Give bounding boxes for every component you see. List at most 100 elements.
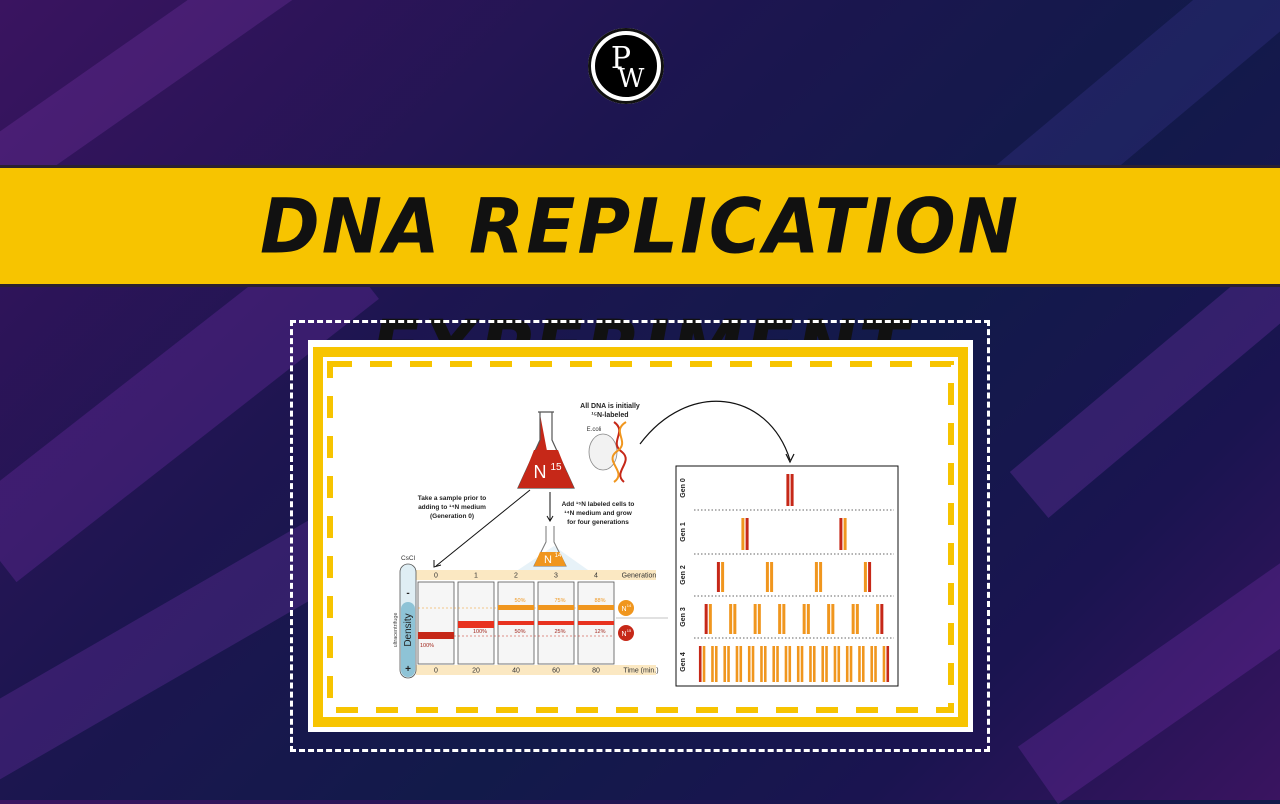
card-border-outer — [313, 347, 968, 727]
dna-band — [843, 518, 847, 550]
dna-band — [702, 646, 706, 682]
ecoli-cell — [588, 433, 618, 471]
pw-logo-letters: P W — [611, 41, 645, 94]
generation-label: Generation — [622, 573, 657, 580]
dna-band — [753, 604, 757, 634]
dna-band — [788, 646, 792, 682]
dna-band — [874, 646, 877, 682]
dna-band — [851, 604, 855, 634]
flask-n15-body — [520, 450, 572, 486]
dna-band — [735, 646, 739, 682]
dna-band — [776, 646, 779, 682]
dna-band — [837, 646, 841, 682]
flask-n14-sup: 14 — [555, 553, 562, 559]
generation-number: 3 — [554, 573, 558, 580]
band-hybrid-pct: 100% — [473, 629, 487, 635]
dna-band — [858, 646, 861, 682]
band-light — [578, 605, 614, 610]
cscl-label: CsCl — [401, 555, 416, 562]
gen-row-label: Gen 2 — [680, 565, 687, 585]
heavy-badge-label: N — [621, 631, 626, 638]
band-hybrid — [538, 621, 574, 625]
sample-note-1: Take a sample prior to — [418, 495, 487, 502]
band-hybrid-pct: 12% — [594, 629, 605, 635]
card-border — [313, 347, 968, 727]
time-value: 20 — [472, 668, 480, 675]
arrow-to-sample-head — [433, 560, 442, 568]
dna-band — [745, 518, 749, 550]
dna-band — [809, 646, 812, 682]
density-tube-fill — [401, 602, 415, 677]
dna-band — [757, 604, 761, 634]
tube-minus-label: - — [406, 588, 409, 599]
card-border-inner — [327, 361, 954, 713]
dna-band — [833, 646, 837, 682]
replication-diagram: N 15 All DNA is initially ¹⁵N-labeled E.… — [393, 400, 899, 687]
dna-band — [814, 562, 818, 592]
generation-number: 1 — [474, 573, 478, 580]
arrow-to-generations — [639, 400, 791, 461]
generation-number: 0 — [434, 573, 438, 580]
flask-n15-label: N — [534, 462, 547, 482]
dna-band — [704, 604, 708, 634]
time-value: 60 — [552, 668, 560, 675]
dna-band — [733, 604, 737, 634]
bg-stripe — [1017, 505, 1280, 804]
dna-band — [782, 604, 786, 634]
flask-n15-sup: 15 — [550, 462, 562, 473]
dna-band — [868, 562, 872, 592]
diagram-card: N 15 All DNA is initially ¹⁵N-labeled E.… — [308, 340, 973, 732]
dna-band — [729, 604, 733, 634]
dna-band — [765, 562, 769, 592]
band-heavy — [418, 632, 454, 639]
dna-strand-b — [611, 421, 627, 483]
dna-band — [784, 646, 788, 682]
light-badge-label: N — [621, 606, 626, 613]
band-heavy-pct: 100% — [420, 643, 434, 649]
add-note-1: Add ¹⁵N labeled cells to — [562, 501, 635, 508]
time-footer-row — [416, 665, 656, 675]
dna-band — [772, 646, 776, 682]
tube-column — [417, 581, 455, 665]
add-note-2: ¹⁴N medium and grow — [564, 510, 632, 517]
dna-band — [831, 604, 835, 634]
dna-band — [711, 646, 714, 682]
dna-band — [886, 646, 890, 682]
dna-band — [727, 646, 730, 682]
gen-row-label: Gen 4 — [680, 652, 687, 672]
flask-n15: N 15 — [517, 411, 575, 489]
ultracentrifuge-label: ultracentrifuge — [393, 613, 399, 648]
dna-band — [741, 518, 745, 550]
gen-row-label: Gen 3 — [680, 607, 687, 627]
flask-n14-liquid — [534, 552, 566, 566]
arrow-to-sample — [435, 489, 531, 567]
band-hybrid — [458, 621, 494, 628]
ecoli-label: E.coli — [587, 427, 602, 433]
dna-band — [721, 562, 725, 592]
dna-band — [802, 604, 806, 634]
dna-band — [849, 646, 853, 682]
pw-logo: P W — [588, 28, 664, 104]
time-value: 0 — [434, 668, 438, 675]
add-note-3: for four generations — [567, 519, 629, 526]
dna-band — [716, 562, 720, 592]
time-value: 80 — [592, 668, 600, 675]
tube-plus-label: + — [405, 664, 411, 675]
dna-band — [796, 646, 800, 682]
gen-row-label: Gen 0 — [680, 478, 687, 498]
dna-band — [876, 604, 880, 634]
dna-band — [747, 646, 751, 682]
dna-band — [821, 646, 825, 682]
dna-band — [786, 474, 790, 506]
dna-band — [778, 604, 782, 634]
initial-note-line2: ¹⁵N-labeled — [591, 412, 628, 419]
dna-band — [714, 646, 718, 682]
flask-n14-label: N — [544, 554, 552, 566]
sample-note-2: adding to ¹⁴N medium — [418, 504, 486, 511]
generation-number: 4 — [594, 573, 598, 580]
band-light — [538, 605, 574, 610]
band-hybrid — [498, 621, 534, 625]
dna-band — [827, 604, 831, 634]
